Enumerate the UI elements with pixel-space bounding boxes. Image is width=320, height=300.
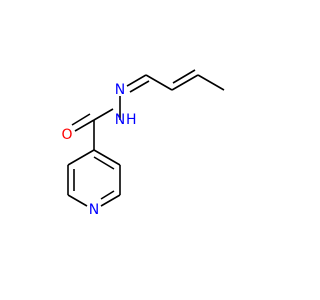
oxygen-atom-label: O: [61, 127, 72, 143]
bond-imine-carbon-2: [129, 80, 150, 93]
bond-c2-c3-1: [171, 74, 199, 91]
bond-ring-c2-n: [67, 194, 88, 207]
bond-c3-c4: [197, 74, 225, 91]
bond-ring-n-c6: [100, 194, 121, 207]
bond-carbonyl-oxygen-2: [71, 113, 91, 126]
imine-nitrogen-label: N: [115, 82, 125, 98]
bond-c1-c2: [145, 74, 173, 91]
molecule-structure: O N H N N: [61, 69, 225, 218]
bond-imine-carbon-1: [126, 74, 147, 87]
bond-c2-c3-2: [172, 69, 196, 84]
amide-hydrogen-label: H: [126, 112, 137, 128]
bond-ring-c5-c4-inner: [93, 156, 115, 170]
pyridine-nitrogen-label: N: [89, 202, 99, 218]
bond-ring-c5-c4: [93, 149, 121, 166]
amide-nitrogen-label: N: [115, 112, 125, 128]
bond-ring-c4-c3: [67, 149, 95, 166]
bond-carbonyl-amide: [93, 108, 114, 121]
bond-carbonyl-oxygen-1: [74, 119, 95, 132]
bond-ring-n-c6-inner: [100, 190, 115, 200]
